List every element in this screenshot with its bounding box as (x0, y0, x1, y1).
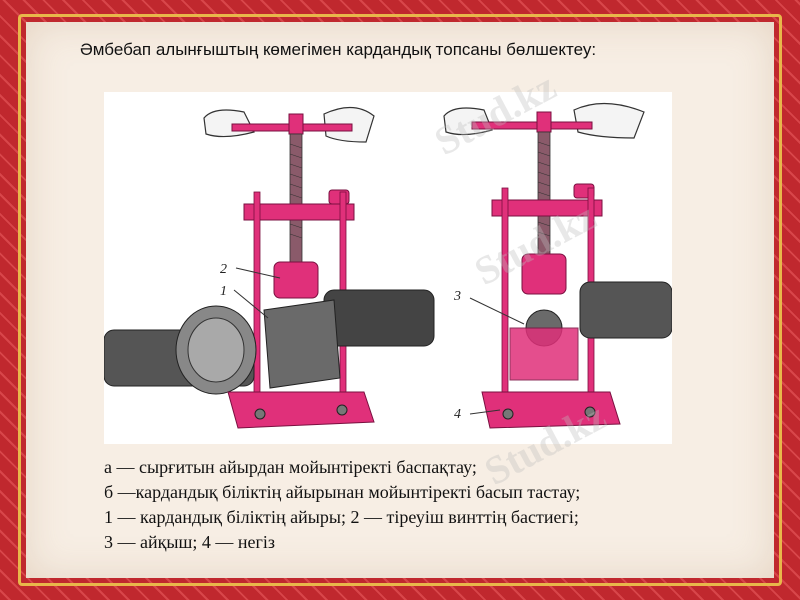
callout-label: 3 (453, 289, 461, 304)
slide-title: Әмбебап алынғыштың көмегімен кардандық т… (80, 40, 597, 59)
right-puller: 3 4 (443, 102, 672, 429)
caption-line: а — сырғитын айырдан мойынтіректі баспақ… (104, 457, 477, 477)
caption: а — сырғитын айырдан мойынтіректі баспақ… (104, 455, 744, 555)
callout-label: 4 (454, 407, 461, 422)
callout-label: 1 (220, 284, 227, 299)
caption-line: 1 — кардандық біліктің айыры; 2 — тіреуі… (104, 507, 579, 527)
puller-illustration: 2 1 (104, 102, 672, 429)
caption-line: 3 — айқыш; 4 — негіз (104, 532, 275, 552)
callout-label: 2 (220, 262, 227, 277)
frame-border (18, 14, 782, 586)
left-puller: 2 1 (104, 106, 435, 429)
caption-line: б —кардандық біліктің айырынан мойынтіре… (104, 482, 581, 502)
illustration: 2 1 (104, 92, 672, 444)
